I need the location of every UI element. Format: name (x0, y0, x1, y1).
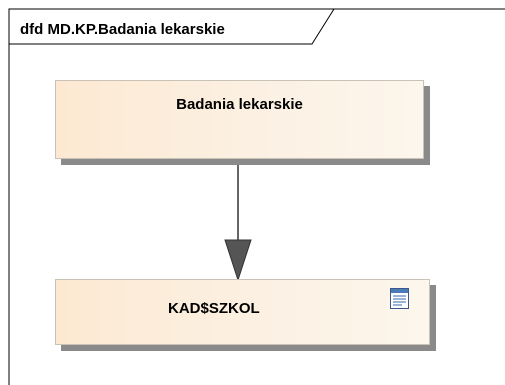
table-icon (390, 288, 409, 309)
data-store-node-label: KAD$SZKOL (168, 300, 260, 317)
frame-border (8, 8, 505, 385)
flow-arrowhead (224, 239, 252, 282)
process-node-label: Badania lekarskie (176, 96, 303, 113)
data-store-node[interactable]: KAD$SZKOL (55, 279, 430, 345)
frame-title-tab (9, 8, 335, 45)
frame-title: dfd MD.KP.Badania lekarskie (20, 21, 225, 38)
process-node[interactable]: Badania lekarskie (55, 80, 424, 159)
